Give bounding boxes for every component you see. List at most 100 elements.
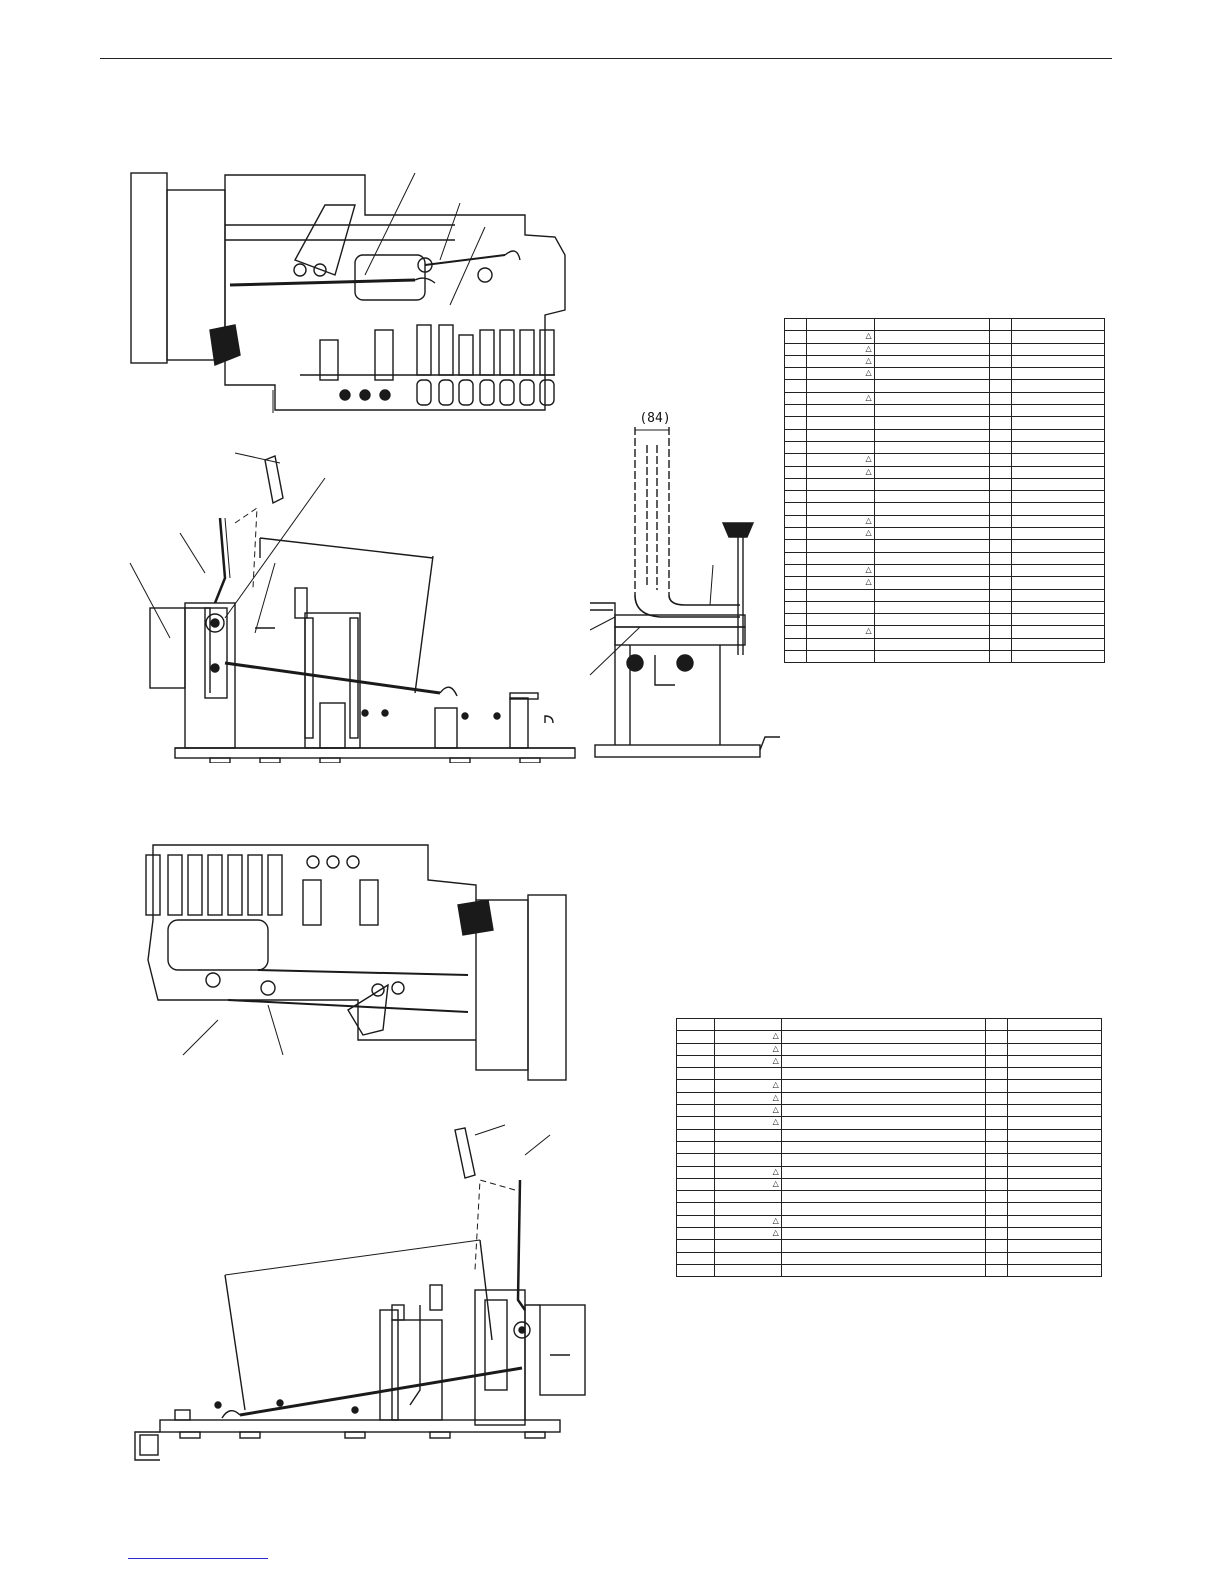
table-cell — [805, 551, 875, 565]
table-cell — [676, 1165, 715, 1179]
table-cell — [780, 1153, 987, 1167]
table-cell — [989, 588, 1013, 602]
table-cell — [989, 502, 1013, 516]
revision-triangle-icon: △ — [772, 1080, 779, 1090]
table-cell — [805, 502, 875, 516]
table-cell: △ — [713, 1030, 782, 1044]
table-cell — [784, 379, 807, 393]
top-plan-view-drawing — [125, 165, 585, 420]
table-cell — [805, 637, 875, 652]
table-row: △ — [676, 1214, 1102, 1229]
table-cell — [1011, 330, 1105, 344]
table-cell — [1011, 404, 1105, 418]
left-elevation-drawing — [125, 448, 585, 763]
table-cell — [780, 1104, 987, 1118]
table-cell — [805, 600, 875, 615]
table-row: △ — [784, 342, 1105, 356]
revision-triangle-icon: △ — [865, 368, 872, 378]
table-cell — [1011, 440, 1105, 455]
footer-link-rule — [128, 1558, 268, 1559]
table-cell — [676, 1263, 715, 1278]
table-cell — [784, 465, 807, 479]
table-cell — [985, 1214, 1009, 1229]
table-cell — [805, 490, 875, 504]
table-row — [784, 650, 1105, 664]
table-cell — [780, 1116, 987, 1130]
table-row — [676, 1153, 1102, 1167]
table-cell — [985, 1153, 1009, 1167]
table-cell — [989, 490, 1013, 504]
table-cell — [873, 539, 991, 553]
table-row: △ — [784, 576, 1105, 590]
table-cell — [873, 588, 991, 602]
table-cell — [989, 600, 1013, 615]
table-row: △ — [784, 330, 1105, 344]
table-cell — [1011, 637, 1105, 652]
revision-triangle-icon: △ — [865, 454, 872, 464]
table-cell — [784, 391, 807, 406]
table-cell: △ — [805, 391, 875, 406]
table-cell — [985, 1251, 1009, 1265]
table-cell — [989, 440, 1013, 455]
table-cell — [873, 453, 991, 467]
table-cell: △ — [805, 563, 875, 578]
table-cell — [1007, 1190, 1102, 1204]
table-cell — [989, 465, 1013, 479]
table-cell — [713, 1067, 782, 1081]
bottom-plan-view-drawing — [128, 840, 568, 1085]
table-cell — [1007, 1251, 1102, 1265]
table-cell — [1011, 563, 1105, 578]
table-cell — [784, 637, 807, 652]
table-cell — [873, 527, 991, 541]
dimension-label: (84) — [635, 411, 675, 426]
revision-triangle-icon: △ — [865, 392, 872, 402]
table-row: △ — [676, 1177, 1102, 1192]
table-cell — [1011, 576, 1105, 590]
table-cell — [805, 650, 875, 664]
revision-triangle-icon: △ — [772, 1228, 779, 1238]
table-cell — [989, 551, 1013, 565]
table-cell: △ — [805, 625, 875, 639]
table-cell — [780, 1091, 987, 1106]
table-cell: △ — [805, 527, 875, 541]
table-cell — [784, 576, 807, 590]
table-cell — [1011, 539, 1105, 553]
table-row — [784, 637, 1105, 652]
table-cell: △ — [805, 354, 875, 369]
table-cell — [805, 477, 875, 492]
table-cell — [676, 1079, 715, 1093]
table-cell — [780, 1017, 987, 1032]
table-cell — [805, 440, 875, 455]
revision-triangle-icon: △ — [865, 577, 872, 587]
table-cell — [713, 1239, 782, 1253]
table-cell — [1007, 1177, 1102, 1192]
table-row: △ — [676, 1030, 1102, 1044]
table-cell — [784, 367, 807, 381]
table-cell — [1011, 527, 1105, 541]
table-cell — [873, 551, 991, 565]
table-row — [676, 1017, 1102, 1032]
table-cell — [1011, 367, 1105, 381]
table-row — [784, 404, 1105, 418]
table-cell — [805, 613, 875, 627]
revision-triangle-icon: △ — [865, 355, 872, 365]
table-cell: △ — [713, 1104, 782, 1118]
table-cell — [780, 1079, 987, 1093]
table-cell — [989, 330, 1013, 344]
table-cell — [713, 1153, 782, 1167]
table-row — [784, 551, 1105, 565]
table-cell — [1011, 650, 1105, 664]
table-cell — [780, 1239, 987, 1253]
table-cell: △ — [713, 1165, 782, 1179]
revision-triangle-icon: △ — [865, 331, 872, 341]
table-cell — [784, 502, 807, 516]
table-cell — [873, 650, 991, 664]
table-cell — [873, 440, 991, 455]
table-cell — [780, 1165, 987, 1179]
table-cell — [805, 539, 875, 553]
table-cell — [780, 1214, 987, 1229]
table-cell — [1007, 1104, 1102, 1118]
table-cell — [989, 650, 1013, 664]
table-cell: △ — [805, 330, 875, 344]
table-cell — [784, 551, 807, 565]
